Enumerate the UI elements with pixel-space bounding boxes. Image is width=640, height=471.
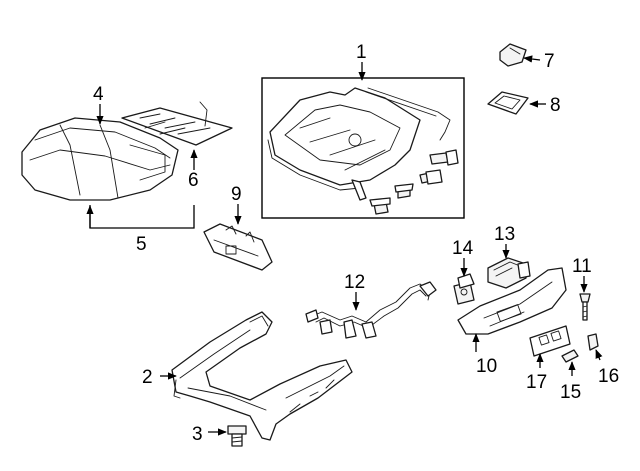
callout-15: 15 [560,382,581,403]
callout-6: 6 [188,170,199,191]
callout-13: 13 [494,224,515,245]
switch-housing [203,223,273,271]
bolt-icon [429,152,449,165]
side-shield [457,267,567,335]
switch-bezel [529,325,571,357]
callout-14: 14 [452,238,474,259]
callout-10: 10 [476,356,497,377]
callout-1: 1 [356,42,367,63]
callout-2: 2 [142,367,153,388]
callout-17: 17 [526,372,547,393]
callout-5: 5 [136,234,147,255]
seat-frame-assembly [261,77,465,219]
trim-knob [587,333,599,351]
bolt-part [227,425,247,447]
heater-pad [121,101,233,146]
seat-adjust-switch [487,257,531,289]
wiring-harness [305,281,437,339]
trim-pad [487,91,529,115]
clip-part [499,43,527,67]
callout-3: 3 [192,424,203,445]
callout-11: 11 [572,256,592,277]
callout-12: 12 [344,272,365,293]
callout-4: 4 [93,84,104,105]
callout-7: 7 [544,51,555,72]
callout-16: 16 [598,366,619,387]
leader-lines [86,55,603,436]
seat-track-frame [171,311,353,441]
memory-switch [453,273,475,305]
trim-cap [561,349,579,363]
callout-labels: 1 2 3 4 5 6 7 8 9 10 11 12 13 14 15 16 1… [93,42,619,445]
callout-8: 8 [550,95,561,116]
screw-part [579,293,591,321]
callout-9: 9 [231,184,242,205]
seat-cushion [21,117,179,201]
